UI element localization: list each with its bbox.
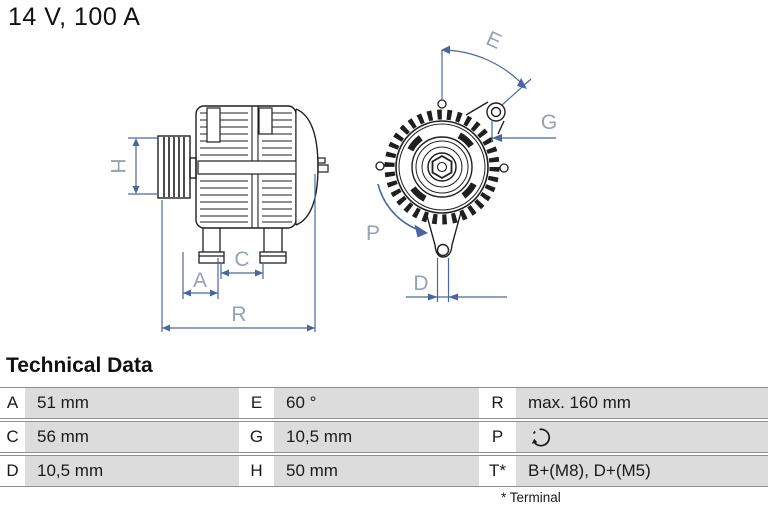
- vent-slot-ring: [402, 127, 482, 207]
- dim-key: A: [0, 388, 25, 418]
- dim-value: B+(M8), D+(M5): [516, 456, 768, 486]
- dim-value: 10,5 mm: [274, 422, 479, 452]
- pulley-grooves: [163, 137, 185, 197]
- table-row: A 51 mm E 60 ° R max. 160 mm: [0, 387, 768, 419]
- dimension-lines: [128, 45, 556, 332]
- cooling-fin-ring: [384, 109, 500, 225]
- dim-value: max. 160 mm: [516, 388, 768, 418]
- dim-label-d: D: [413, 272, 428, 295]
- dim-label-a: A: [193, 269, 207, 292]
- dim-key: H: [239, 456, 274, 486]
- dim-value: 50 mm: [274, 456, 479, 486]
- alternator-side-view: [157, 105, 329, 264]
- dim-key: E: [239, 388, 274, 418]
- rotation-direction-cell: [516, 422, 768, 452]
- dim-label-p: P: [366, 222, 380, 245]
- voltage-current-rating: 14 V, 100 A: [8, 3, 141, 31]
- technical-data-table: A 51 mm E 60 ° R max. 160 mm C 56 mm G 1…: [0, 387, 768, 489]
- top-lug: [437, 99, 447, 109]
- dim-key: D: [0, 456, 25, 486]
- adjusting-arm: [465, 101, 506, 135]
- dim-key: G: [239, 422, 274, 452]
- terminal-footnote: * Terminal: [501, 490, 561, 505]
- dim-label-h: H: [106, 158, 129, 173]
- technical-data-heading: Technical Data: [6, 354, 153, 377]
- alternator-technical-drawing: H A C R E G P D: [106, 27, 557, 332]
- fins-front-bracket: [200, 112, 248, 223]
- bottom-foot: [425, 211, 462, 258]
- dim-value: 60 °: [274, 388, 479, 418]
- dim-label-e: E: [483, 27, 505, 54]
- through-bolt-slot: [197, 160, 303, 175]
- table-row: D 10,5 mm H 50 mm T* B+(M8), D+(M5): [0, 455, 768, 487]
- dim-label-c: C: [234, 248, 249, 271]
- shaft-nut: [431, 154, 453, 180]
- dim-key: R: [479, 388, 516, 418]
- dim-label-g: G: [541, 111, 557, 134]
- dim-value: 56 mm: [25, 422, 239, 452]
- dim-value: 10,5 mm: [25, 456, 239, 486]
- terminal-stud: [317, 157, 329, 173]
- mounting-feet: [198, 228, 287, 264]
- dim-label-r: R: [231, 303, 246, 326]
- left-lug: [375, 161, 385, 171]
- fins-rear-bracket: [262, 112, 292, 223]
- table-row: C 56 mm G 10,5 mm P: [0, 421, 768, 453]
- dim-key: C: [0, 422, 25, 452]
- dim-value: 51 mm: [25, 388, 239, 418]
- alternator-front-view: [375, 99, 509, 258]
- right-lug: [499, 163, 509, 173]
- dim-key: P: [479, 422, 516, 452]
- rotation-ccw-icon: [531, 427, 551, 446]
- rotation-direction-arrow: [377, 183, 420, 231]
- shaft: [189, 157, 197, 179]
- dim-key: T*: [479, 456, 516, 486]
